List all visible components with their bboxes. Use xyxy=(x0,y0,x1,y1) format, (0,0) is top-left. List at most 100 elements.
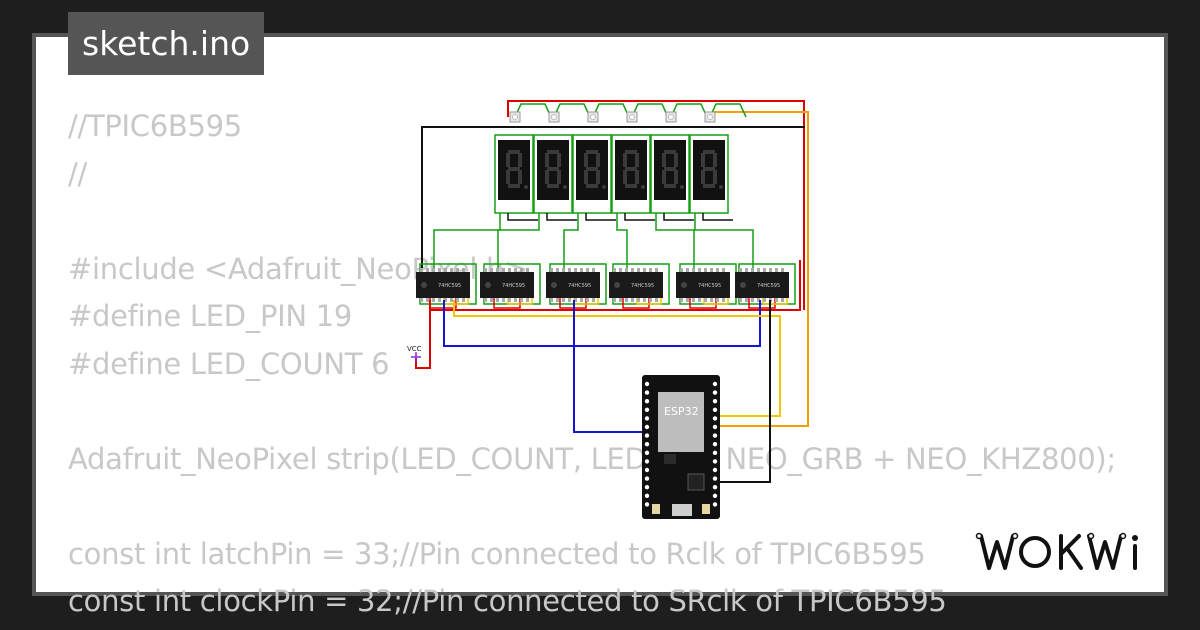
display-segment xyxy=(586,167,598,171)
code-line: //TPIC6B595 xyxy=(68,109,242,143)
chip-pin xyxy=(751,268,754,272)
wire-bus-blue xyxy=(443,300,761,347)
esp32-pin xyxy=(644,424,650,430)
wire-pixel-link xyxy=(709,103,747,118)
wire-latch-blue xyxy=(573,300,648,433)
chip-pin xyxy=(704,298,707,302)
wokwi-logo xyxy=(975,532,1138,570)
chip-pin xyxy=(722,298,725,302)
esp32-pin xyxy=(712,416,718,421)
chip-label: 74HC595 xyxy=(568,283,591,289)
chip-pin xyxy=(502,268,505,272)
esp32-pin xyxy=(712,493,718,498)
chip-pin xyxy=(580,268,583,272)
wire-register-power xyxy=(689,298,717,309)
chip-pin xyxy=(655,268,658,272)
esp32-pin xyxy=(644,416,650,421)
chip-pin xyxy=(484,268,487,272)
chip-pin xyxy=(680,268,683,272)
chip-notch xyxy=(740,282,746,288)
file-tab[interactable]: sketch.ino xyxy=(68,12,265,75)
chip-pin xyxy=(574,298,577,302)
display-segment xyxy=(664,184,676,188)
chip-pin xyxy=(631,298,634,302)
esp32-pin xyxy=(644,450,650,455)
esp32-pin xyxy=(644,433,650,438)
chip-pin xyxy=(444,298,447,302)
chip-pin xyxy=(490,298,493,302)
chip-pin xyxy=(484,298,487,302)
display-segment xyxy=(703,184,715,188)
display-segment xyxy=(547,184,559,188)
wire-pixel-link xyxy=(631,103,669,118)
chip-pin xyxy=(586,298,589,302)
chip-pin xyxy=(763,268,766,272)
wire-register-power xyxy=(493,298,521,309)
chip-pin xyxy=(450,268,453,272)
chip-notch xyxy=(614,282,620,288)
chip-pin xyxy=(613,268,616,272)
chip-pin xyxy=(775,298,778,302)
esp32-pin xyxy=(712,485,718,490)
esp32-pin xyxy=(644,407,650,412)
chip-pin xyxy=(613,298,616,302)
chip-pin xyxy=(520,268,523,272)
display-segment xyxy=(701,170,705,184)
chip-notch xyxy=(485,282,491,288)
wire-display-common xyxy=(507,213,538,221)
vcc-label: VCC xyxy=(407,345,422,353)
display-segment xyxy=(557,153,561,167)
esp32-pin xyxy=(712,399,718,404)
display-segment xyxy=(662,170,666,184)
chip-pin xyxy=(496,268,499,272)
display-segment xyxy=(625,150,637,154)
wire-clock-black xyxy=(708,300,771,483)
chip-pin xyxy=(745,298,748,302)
chip-pin xyxy=(556,268,559,272)
display-segment xyxy=(703,150,715,154)
chip-pin xyxy=(751,298,754,302)
chip-pin xyxy=(625,268,628,272)
chip-pin xyxy=(586,268,589,272)
wire-register-output xyxy=(497,213,540,272)
wire-display-common xyxy=(702,213,733,221)
chip-pin xyxy=(704,268,707,272)
esp32-pin xyxy=(712,476,718,481)
chip-pin xyxy=(592,268,595,272)
chip-pin xyxy=(716,298,719,302)
neopixel-lens xyxy=(512,114,518,120)
chip-pin xyxy=(526,298,529,302)
code-line: #define LED_PIN 19 xyxy=(68,299,353,333)
wire-register-power xyxy=(622,298,650,309)
display-segment xyxy=(623,153,627,167)
chip-pin xyxy=(580,298,583,302)
display-segment xyxy=(545,170,549,184)
display-segment xyxy=(506,170,510,184)
chip-notch xyxy=(551,282,557,288)
display-segment xyxy=(545,153,549,167)
chip-pin xyxy=(462,298,465,302)
display-segment xyxy=(557,170,561,184)
chip-label: 74HC595 xyxy=(698,283,721,289)
chip-pin xyxy=(692,268,695,272)
esp32-pin xyxy=(644,459,650,464)
esp32-pin xyxy=(644,502,650,507)
chip-notch xyxy=(681,282,687,288)
wire-register-output xyxy=(694,213,754,272)
chip-pin xyxy=(444,268,447,272)
wire-display-frame xyxy=(611,134,651,214)
chip-label: 74HC595 xyxy=(502,283,525,289)
wire-display-common xyxy=(585,213,616,221)
esp32-pin xyxy=(712,450,718,455)
chip-pin xyxy=(502,298,505,302)
display-segment xyxy=(674,170,678,184)
chip-pin xyxy=(722,268,725,272)
esp32-pin xyxy=(712,467,718,473)
wire-neopixel-ground xyxy=(421,126,805,298)
chip-pin xyxy=(710,298,713,302)
chip-pin xyxy=(420,268,423,272)
chip-pin xyxy=(698,298,701,302)
neopixel-lens xyxy=(668,114,674,120)
display-segment xyxy=(596,153,600,167)
